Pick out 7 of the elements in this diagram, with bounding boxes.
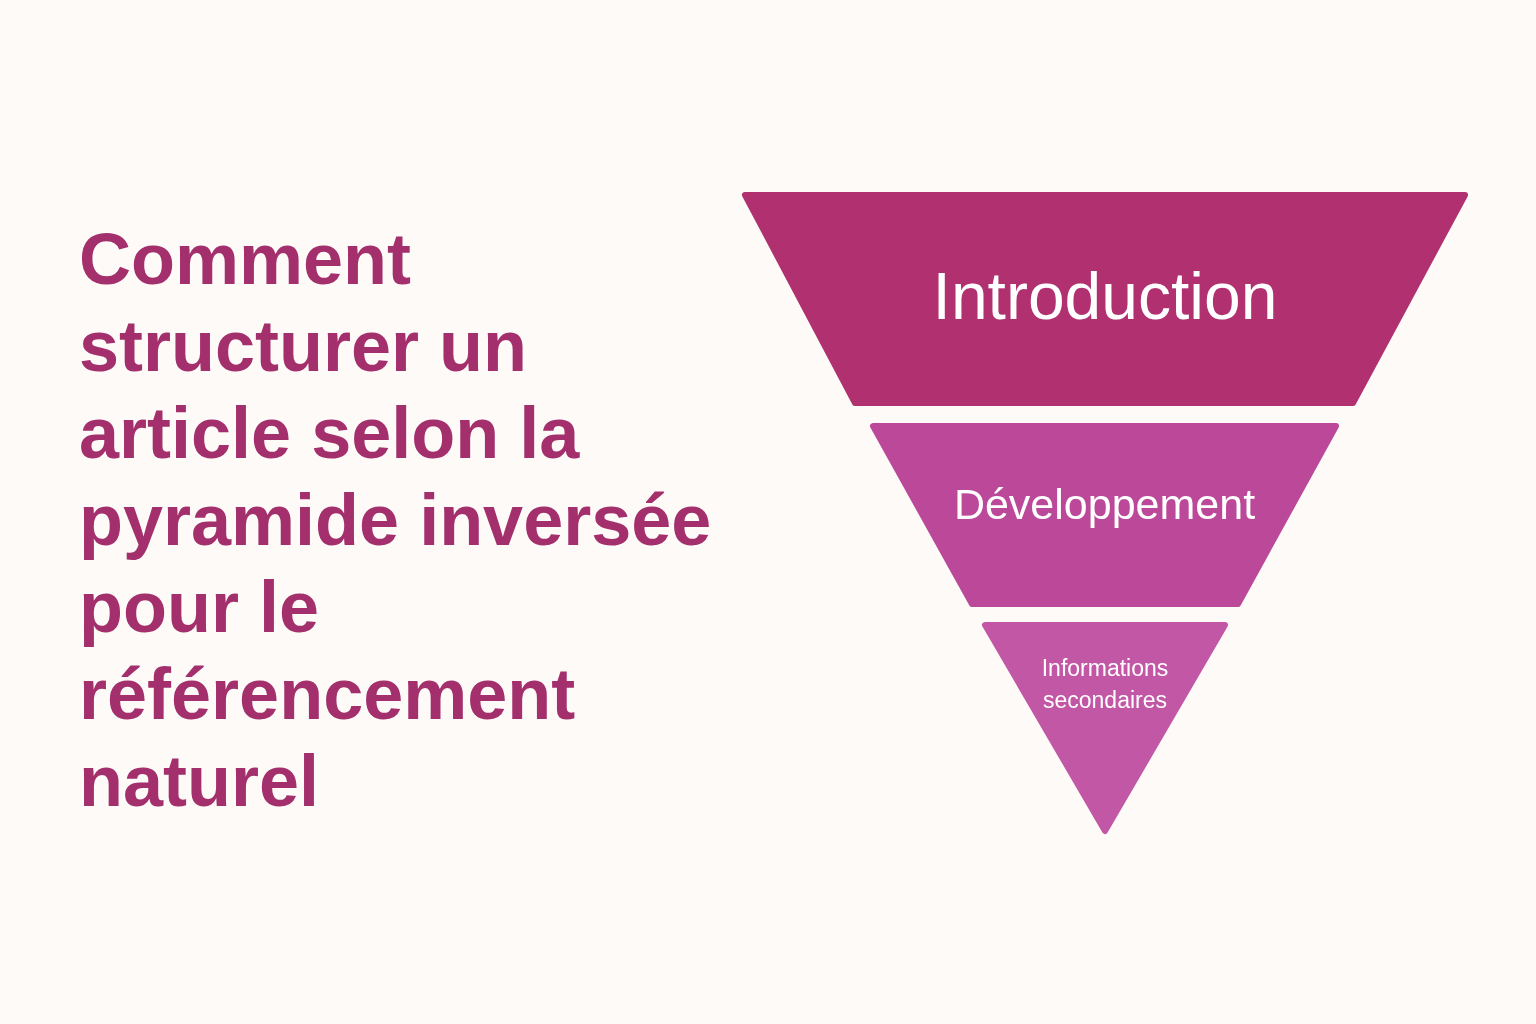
layer-label: Développement <box>953 480 1256 530</box>
pyramid-tip <box>981 621 1229 835</box>
layer-label: Introduction <box>932 259 1278 335</box>
layer-label: Informations secondaires <box>1040 653 1170 715</box>
pyramid-layer <box>741 191 1469 407</box>
title: Comment structurer un article selon la pyramide inversée pour le référencement naturel <box>79 218 713 823</box>
pyramid-layer <box>869 422 1340 608</box>
